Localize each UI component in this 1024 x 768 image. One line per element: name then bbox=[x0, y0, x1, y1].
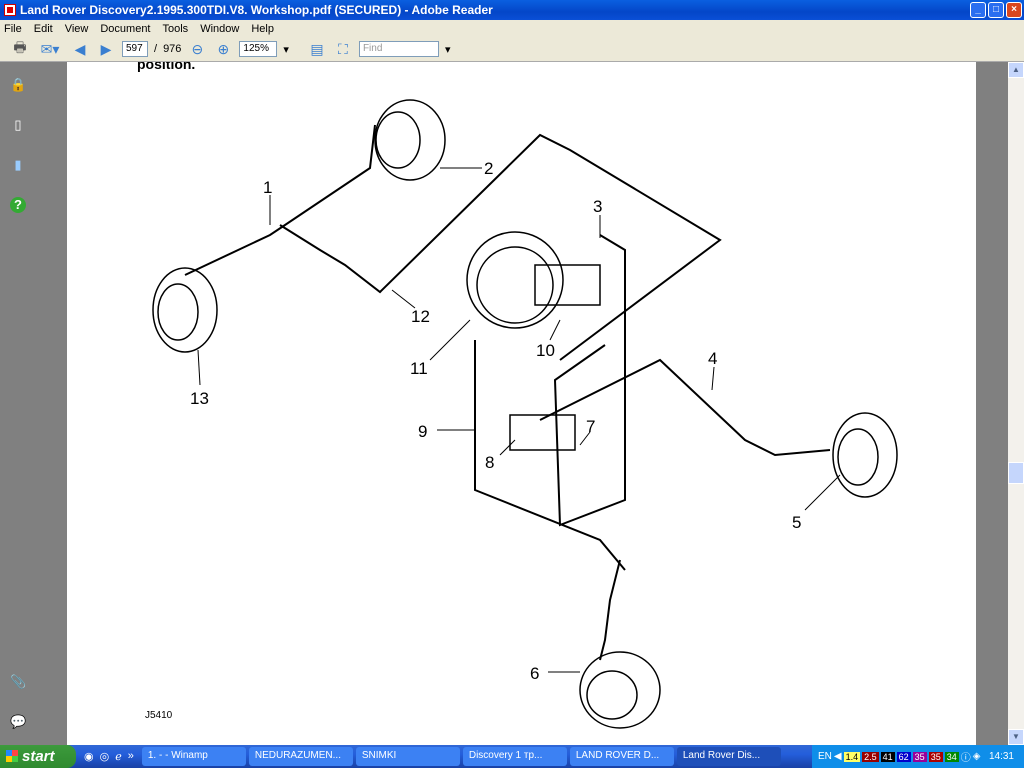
comments-icon[interactable]: 💬 bbox=[10, 714, 27, 729]
tray-value: 41 bbox=[880, 751, 895, 762]
find-options-icon[interactable]: ▾ bbox=[444, 43, 451, 56]
menu-help[interactable]: Help bbox=[251, 22, 274, 35]
pages-icon[interactable]: ▯ bbox=[14, 117, 22, 132]
previous-page-icon[interactable]: ◀ bbox=[74, 40, 86, 57]
callout-13: 13 bbox=[190, 389, 209, 408]
tray-value: 34 bbox=[944, 751, 959, 762]
tray-value: 62 bbox=[896, 751, 911, 762]
more-icon[interactable]: » bbox=[127, 750, 134, 762]
callout-4: 4 bbox=[708, 349, 717, 368]
system-tray: EN ◀ 1.4 2.5 41 62 35 35 34 ⓘ ◈ 14:31 bbox=[812, 745, 1024, 768]
vertical-scrollbar[interactable]: ▲ ▼ bbox=[1008, 62, 1024, 745]
scroll-down-icon[interactable]: ▼ bbox=[1008, 729, 1024, 745]
scroll-up-icon[interactable]: ▲ bbox=[1008, 62, 1024, 78]
brake-discs bbox=[152, 99, 898, 729]
tray-value: 35 bbox=[928, 751, 943, 762]
callout-10: 10 bbox=[536, 341, 555, 360]
page-gutter bbox=[976, 62, 1008, 745]
task-folder-nedurazumen[interactable]: NEDURAZUMEN... bbox=[248, 747, 353, 766]
tray-value: 35 bbox=[912, 751, 927, 762]
task-adobe-reader[interactable]: Land Rover Dis... bbox=[676, 747, 781, 766]
fit-width-icon[interactable]: ▤ bbox=[310, 40, 324, 57]
leader-lines bbox=[197, 167, 841, 673]
network-icon[interactable]: ◈ bbox=[972, 751, 981, 762]
zoom-level-select[interactable]: 125% bbox=[239, 41, 278, 57]
task-winamp[interactable]: 1. - - Winamp bbox=[141, 747, 246, 766]
start-button[interactable]: start bbox=[0, 745, 76, 768]
toolbar: 🖶 ✉▾ ◀ ▶ 597 / 976 ⊖ ⊕ 125% ▾ ▤ ⛶ Find ▾ bbox=[0, 37, 1024, 62]
menu-view[interactable]: View bbox=[64, 22, 89, 35]
tray-value: 1.4 bbox=[843, 751, 861, 762]
brake-pipes bbox=[184, 124, 831, 661]
task-folder-snimki[interactable]: SNIMKI bbox=[355, 747, 460, 766]
find-input[interactable]: Find bbox=[358, 41, 439, 57]
page-separator: / bbox=[154, 43, 158, 55]
callout-5: 5 bbox=[792, 513, 801, 532]
menu-tools[interactable]: Tools bbox=[162, 22, 189, 35]
callout-2: 2 bbox=[484, 159, 493, 178]
tray-expand-icon[interactable]: ◀ bbox=[833, 751, 842, 762]
callout-1: 1 bbox=[263, 178, 272, 197]
close-button[interactable]: × bbox=[1006, 2, 1022, 18]
fit-page-icon[interactable]: ⛶ bbox=[338, 40, 348, 57]
callout-9: 9 bbox=[418, 422, 427, 441]
language-indicator[interactable]: EN bbox=[818, 751, 832, 762]
adobe-reader-icon bbox=[4, 4, 16, 16]
pdf-page: position. 1 2 3 4 5 6 7 8 9 10 11 12 13 … bbox=[67, 62, 976, 745]
callout-7: 7 bbox=[586, 417, 595, 436]
browser-icon[interactable]: ◉ bbox=[84, 751, 94, 763]
lock-icon[interactable]: 🔒 bbox=[10, 77, 27, 92]
window-title: Land Rover Discovery2.1995.300TDI.V8. Wo… bbox=[20, 3, 493, 17]
heading-fragment: position. bbox=[137, 62, 196, 72]
tray-value: 2.5 bbox=[862, 751, 879, 762]
callout-6: 6 bbox=[530, 664, 539, 683]
menu-bar: File Edit View Document Tools Window Hel… bbox=[0, 20, 1024, 37]
title-bar: Land Rover Discovery2.1995.300TDI.V8. Wo… bbox=[0, 0, 1024, 20]
menu-edit[interactable]: Edit bbox=[33, 22, 53, 35]
help-icon[interactable]: ? bbox=[10, 197, 26, 213]
attachments-icon[interactable]: 📎 bbox=[10, 674, 27, 689]
navigation-panel: 🔒 ▯ ▮ ? 📎 💬 bbox=[0, 62, 67, 745]
quick-launch: ◉ ◎ ℯ » bbox=[76, 750, 142, 763]
info-icon[interactable]: ⓘ bbox=[960, 753, 971, 764]
minimize-button[interactable]: _ bbox=[970, 2, 986, 18]
menu-file[interactable]: File bbox=[4, 22, 22, 35]
taskbar: start ◉ ◎ ℯ » 1. - - Winamp NEDURAZUMEN.… bbox=[0, 745, 1024, 768]
scroll-thumb[interactable] bbox=[1008, 462, 1024, 484]
opera-icon[interactable]: ◎ bbox=[99, 751, 110, 763]
task-opera-discovery[interactable]: Discovery 1 тр... bbox=[462, 747, 567, 766]
clock: 14:31 bbox=[988, 751, 1014, 762]
menu-window[interactable]: Window bbox=[200, 22, 240, 35]
ie-icon[interactable]: ℯ bbox=[115, 751, 122, 763]
callout-8: 8 bbox=[485, 453, 494, 472]
page-total: 976 bbox=[163, 43, 182, 55]
email-icon[interactable]: ✉▾ bbox=[40, 40, 60, 57]
page-number-input[interactable]: 597 bbox=[122, 41, 148, 57]
task-folder-land-rover[interactable]: LAND ROVER D... bbox=[569, 747, 674, 766]
brake-system-diagram: 1 2 3 4 5 6 7 8 9 10 11 12 13 J5410 bbox=[145, 99, 898, 729]
callout-12: 12 bbox=[411, 307, 430, 326]
next-page-icon[interactable]: ▶ bbox=[100, 40, 112, 57]
bookmarks-icon[interactable]: ▮ bbox=[14, 157, 22, 172]
menu-document[interactable]: Document bbox=[100, 22, 151, 35]
chevron-down-icon[interactable]: ▾ bbox=[283, 43, 289, 56]
figure-id: J5410 bbox=[145, 710, 173, 721]
callout-3: 3 bbox=[593, 197, 602, 216]
print-icon[interactable]: 🖶 bbox=[13, 39, 27, 55]
zoom-out-icon[interactable]: ⊖ bbox=[191, 40, 204, 57]
zoom-in-icon[interactable]: ⊕ bbox=[217, 40, 230, 57]
callout-11: 11 bbox=[410, 359, 428, 378]
maximize-button[interactable]: □ bbox=[988, 2, 1004, 18]
